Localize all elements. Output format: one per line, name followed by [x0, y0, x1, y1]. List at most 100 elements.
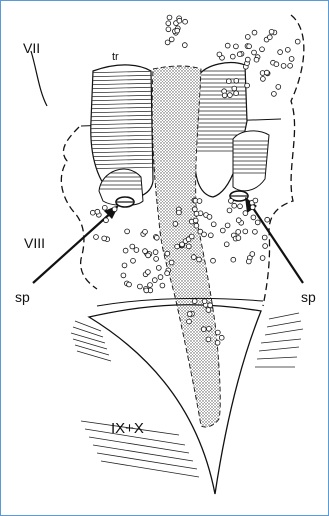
setal-socket	[194, 223, 199, 228]
setal-socket	[166, 27, 171, 32]
setal-socket	[267, 35, 272, 40]
setal-socket	[134, 248, 139, 253]
label-segment-viii: VIII	[24, 236, 45, 250]
setal-socket	[202, 299, 207, 304]
setal-socket	[206, 308, 211, 313]
setal-socket	[215, 330, 220, 335]
setal-socket	[201, 327, 206, 332]
setal-socket	[250, 205, 255, 210]
setal-socket	[234, 91, 239, 96]
setal-socket	[217, 52, 222, 57]
label-trachea: tr	[112, 52, 119, 63]
setal-socket	[183, 19, 188, 24]
setal-socket	[288, 63, 293, 68]
setal-socket	[192, 299, 197, 304]
setal-socket	[177, 210, 182, 215]
setal-socket	[250, 252, 255, 257]
setal-socket	[102, 205, 107, 210]
body-outline-right	[263, 15, 304, 306]
setal-socket	[236, 230, 241, 235]
setal-socket	[154, 257, 159, 262]
setal-socket	[222, 93, 227, 98]
setal-socket	[144, 288, 149, 293]
setal-socket	[226, 79, 231, 84]
bristles-left	[71, 321, 199, 477]
setal-socket	[211, 258, 216, 263]
setal-socket	[123, 248, 128, 253]
setal-socket	[197, 257, 202, 262]
setal-socket	[253, 198, 258, 203]
setal-socket	[236, 236, 241, 241]
setal-socket	[263, 244, 268, 249]
label-segment-vii: VII	[23, 41, 40, 55]
setal-socket	[229, 199, 234, 204]
setal-socket	[158, 275, 163, 280]
setal-socket	[186, 244, 191, 249]
segment-vii-outline	[31, 51, 47, 106]
setal-socket	[224, 242, 229, 247]
setal-socket	[245, 83, 250, 88]
setal-socket	[232, 203, 237, 208]
setal-socket	[251, 215, 256, 220]
setal-socket	[127, 282, 132, 287]
setal-socket	[269, 29, 274, 34]
setal-socket	[252, 50, 257, 55]
setal-socket	[272, 92, 277, 97]
setal-socket	[175, 244, 180, 249]
setal-socket	[154, 235, 159, 240]
setal-socket	[112, 207, 117, 212]
setal-socket	[94, 235, 99, 240]
setal-socket	[254, 57, 259, 62]
setal-socket	[207, 326, 212, 331]
label-spiracle-left: sp	[15, 290, 30, 304]
setal-socket	[238, 204, 243, 209]
setal-socket	[156, 266, 161, 271]
label-spiracle-right: sp	[301, 290, 316, 304]
setal-socket	[206, 337, 211, 342]
setal-socket	[274, 62, 279, 67]
setal-socket	[234, 78, 239, 83]
setal-socket	[219, 335, 224, 340]
setal-socket	[237, 52, 242, 57]
setal-socket	[261, 77, 266, 82]
setal-socket	[167, 15, 172, 20]
setal-socket	[260, 256, 265, 261]
setal-socket	[202, 232, 207, 237]
setal-socket	[234, 44, 239, 49]
setal-socket	[227, 208, 232, 213]
setal-socket	[175, 28, 180, 33]
setal-socket	[285, 47, 290, 52]
body-outline-left	[61, 127, 97, 289]
setal-socket	[160, 283, 165, 288]
setal-socket	[281, 64, 286, 69]
setal-socket	[148, 283, 153, 288]
setal-socket	[165, 271, 170, 276]
setal-socket	[121, 273, 126, 278]
setal-socket	[191, 255, 196, 260]
setal-socket	[278, 50, 283, 55]
setal-socket	[187, 312, 192, 317]
setal-socket	[152, 278, 157, 283]
label-segment-ix-x: IX+X	[111, 421, 144, 436]
setal-socket	[153, 250, 158, 255]
setal-socket	[125, 229, 130, 234]
setal-socket	[236, 218, 241, 223]
setal-socket	[243, 229, 248, 234]
bristles-right	[255, 313, 303, 367]
setal-socket	[247, 44, 252, 49]
setal-socket	[180, 242, 185, 247]
setal-socket	[169, 37, 174, 42]
setal-socket	[104, 218, 109, 223]
setal-socket	[295, 39, 300, 44]
setal-socket	[215, 340, 220, 345]
setal-socket	[182, 43, 187, 48]
setal-socket	[138, 284, 143, 289]
setal-socket	[95, 209, 100, 214]
setal-socket	[173, 222, 178, 227]
setal-socket	[252, 30, 257, 35]
setal-socket	[143, 249, 148, 254]
setal-socket	[208, 233, 213, 238]
setal-socket	[197, 199, 202, 204]
setal-socket	[225, 223, 230, 228]
